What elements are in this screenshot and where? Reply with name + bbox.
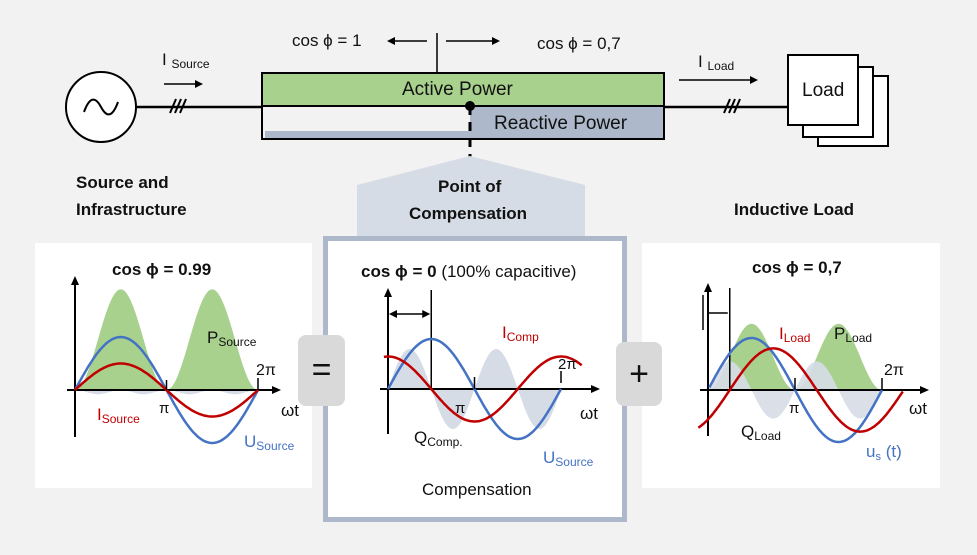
x-axis-arrow-source (272, 386, 281, 394)
compensation-chart-title: cos ϕ = 0 (100% capacitive) (361, 262, 577, 281)
source-panel (35, 243, 312, 488)
source-title-line2: Infrastructure (76, 200, 187, 219)
y-axis-arrow-source (71, 276, 79, 285)
x-axis-arrow-load (920, 386, 929, 394)
arrow-left-icon (387, 37, 427, 45)
active-power-label: Active Power (402, 79, 513, 100)
source-title-line1: Source and (76, 173, 169, 192)
i-load-curve (697, 347, 904, 433)
phase-shift-arrowhead-right-comp (422, 310, 431, 318)
i-comp-curve (383, 355, 583, 423)
x-axis-arrow-comp (591, 385, 600, 393)
cos-right-label: cos ϕ = 0,7 (537, 34, 621, 53)
i-source-arrow (164, 80, 203, 88)
i-source-chart-label: ISource (97, 405, 140, 426)
pi-tick-label-load: π (789, 400, 800, 417)
u-source-comp-label: USource (543, 448, 594, 469)
compensation-roof (357, 156, 585, 238)
load-panel (642, 243, 940, 488)
point-of-compensation-line1: Point of (438, 177, 502, 196)
plus-operator: + (616, 342, 662, 406)
i-load-arrow (679, 76, 758, 84)
wt-axis-label-source: ωt (281, 401, 299, 420)
equals-operator: = (298, 335, 345, 406)
us-load-curve (708, 336, 884, 444)
q-comp-chart-label: QComp. (414, 428, 463, 449)
pi-tick-label-comp: π (455, 400, 466, 417)
compensation-caption: Compensation (422, 480, 532, 499)
three-phase-mark-left (169, 98, 187, 114)
q-load-chart-label: QLoad (741, 422, 781, 443)
i-comp-chart-label: IComp (502, 323, 539, 344)
load-stack-icon (787, 54, 889, 147)
wt-axis-label-comp: ωt (580, 404, 598, 423)
reactive-power-bar (470, 107, 663, 138)
y-axis-arrow-comp (384, 288, 392, 297)
us-chart-label: us (t) (866, 442, 902, 463)
inductive-load-title: Inductive Load (734, 200, 854, 219)
p-source-label: PSource (207, 328, 257, 349)
cos-left-label: cos ϕ = 1 (292, 31, 362, 50)
i-load-chart-label: ILoad (779, 324, 811, 345)
i-load-label: I Load (698, 52, 735, 73)
two-pi-tick-label-comp: 2π (558, 356, 577, 373)
two-pi-tick-label-load: 2π (884, 362, 904, 379)
wt-axis-label-load: ωt (909, 399, 927, 418)
i-source-label: I Source (162, 50, 210, 71)
pi-tick-label-source: π (159, 400, 170, 417)
load-chart-title: cos ϕ = 0,7 (752, 258, 842, 277)
reactive-power-residual-bar (265, 131, 470, 138)
load-label: Load (802, 80, 845, 101)
two-pi-tick-label-source: 2π (256, 362, 276, 379)
arrow-right-icon (446, 37, 500, 45)
p-source-area (76, 289, 257, 390)
p-load-chart-label: PLoad (834, 324, 873, 345)
reactive-power-label: Reactive Power (494, 113, 628, 134)
y-axis-arrow-load (704, 283, 712, 292)
source-chart-title: cos ϕ = 0.99 (112, 260, 212, 279)
point-of-compensation-line2: Compensation (409, 204, 528, 223)
three-phase-mark-right (723, 98, 741, 114)
u-source-chart-label: USource (244, 432, 295, 453)
phase-shift-arrowhead-left-comp (389, 310, 397, 318)
p-load-area (708, 323, 882, 390)
